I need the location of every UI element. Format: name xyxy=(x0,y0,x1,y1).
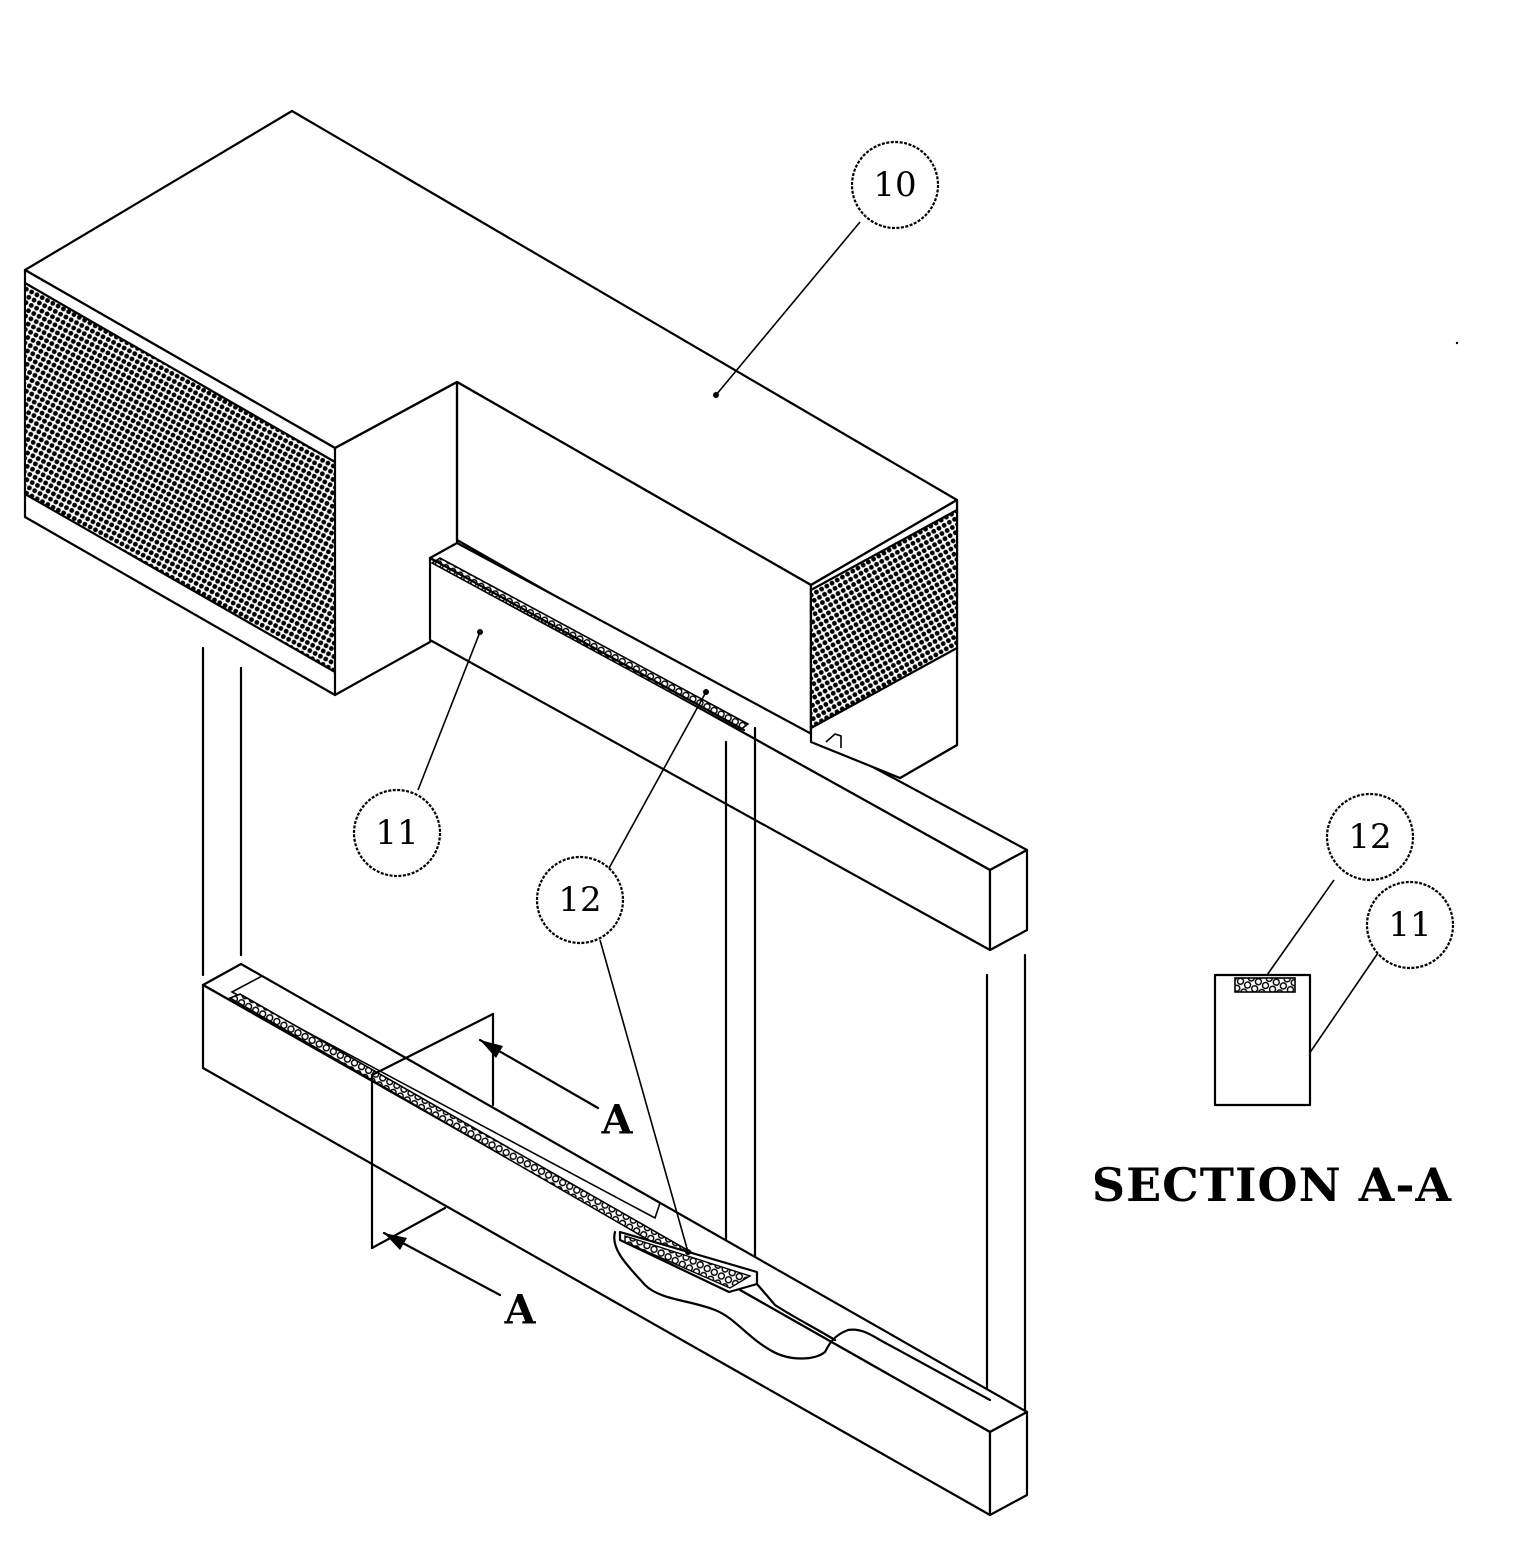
lower-bar-top xyxy=(203,964,1027,1432)
svg-text:12: 12 xyxy=(1348,817,1391,857)
ref-bubble-12-main: 12 xyxy=(537,857,623,943)
ref-bubble-11-section: 11 xyxy=(1367,882,1453,968)
stray-dot xyxy=(1456,342,1458,344)
section-pole-piece xyxy=(1215,975,1310,1105)
ref-bubble-10: 10 xyxy=(852,142,938,228)
ref-bubble-11-main: 11 xyxy=(354,790,440,876)
svg-text:11: 11 xyxy=(375,813,418,853)
section-marker-upper: A xyxy=(600,1097,633,1144)
lower-pole-piece xyxy=(203,964,1027,1515)
lower-bar-front xyxy=(203,985,990,1515)
section-marker-lower: A xyxy=(503,1287,536,1334)
svg-text:10: 10 xyxy=(873,165,916,205)
ref-bubble-12-section: 12 xyxy=(1327,794,1413,880)
svg-text:11: 11 xyxy=(1388,905,1431,945)
section-detail: SECTION A-A xyxy=(1092,975,1453,1212)
section-shim xyxy=(1235,978,1295,992)
svg-text:12: 12 xyxy=(558,880,601,920)
section-caption: SECTION A-A xyxy=(1092,1158,1453,1212)
